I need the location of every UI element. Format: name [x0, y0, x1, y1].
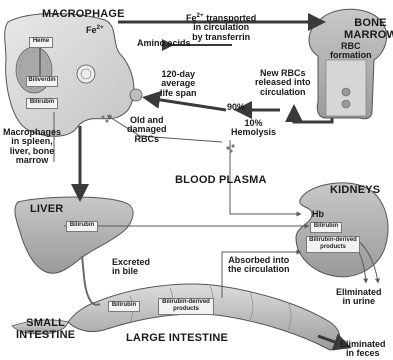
macrophage-label: MACROPHAGE	[42, 9, 125, 21]
amino-acids-label: Amino acids	[137, 39, 191, 48]
rbc-entering	[130, 89, 142, 101]
bile-duct	[82, 256, 100, 305]
excreted-bile-label: Excreted in bile	[112, 258, 150, 277]
hemolysis-label: 10% Hemolysis	[231, 119, 276, 138]
pct-90-label: 90%	[227, 103, 245, 112]
bilirubin-small-intestine-box: Bilirubin	[108, 301, 140, 312]
bilirubin-products-intestine-box: Bilirubin-derived products	[158, 298, 214, 315]
fe2-top-label: Fe2+	[86, 25, 104, 35]
fe2-transport-label: Fe2+ transported in circulation by trans…	[186, 13, 256, 42]
heme-box: Heme	[29, 37, 53, 48]
lifespan-label: 120-day average life span	[160, 70, 197, 98]
small-intestine-label: SMALL INTESTINE	[16, 318, 75, 341]
bilirubin-macrophage-box: Bilirubin	[26, 98, 58, 109]
macrophages-in-label: Macrophages in spleen, liver, bone marro…	[3, 128, 61, 166]
bilirubin-liver-box: Bilirubin	[66, 221, 98, 232]
phagocytosed-rbc	[77, 65, 95, 83]
eliminated-feces-label: Eliminated in feces	[340, 340, 386, 359]
old-rbcs-label: Old and damaged RBCs	[127, 116, 167, 144]
large-intestine-label: LARGE INTESTINE	[126, 333, 228, 345]
new-rbc-1	[342, 88, 350, 96]
new-rbc-2	[342, 100, 350, 108]
arrow-90-to-macrophage	[148, 98, 226, 110]
bone-marrow-label: BONE MARROW	[344, 18, 393, 41]
new-rbcs-label: New RBCs released into circulation	[255, 69, 311, 97]
absorbed-label: Absorbed into the circulation	[228, 256, 290, 275]
liver-label: LIVER	[30, 204, 63, 216]
eliminated-urine-label: Eliminated in urine	[336, 288, 382, 307]
hb-label: Hb	[312, 210, 324, 219]
biliverdin-box: Biliverdin	[26, 76, 58, 87]
blood-plasma-label: BLOOD PLASMA	[175, 175, 267, 187]
bilirubin-products-kidney-box: Bilirubin-derived products	[306, 236, 360, 253]
bilirubin-kidney-box: Bilirubin	[310, 222, 342, 233]
hemolysis-particles	[102, 115, 235, 153]
rbc-formation-label: RBC formation	[330, 42, 372, 61]
kidneys-label: KIDNEYS	[330, 185, 380, 197]
